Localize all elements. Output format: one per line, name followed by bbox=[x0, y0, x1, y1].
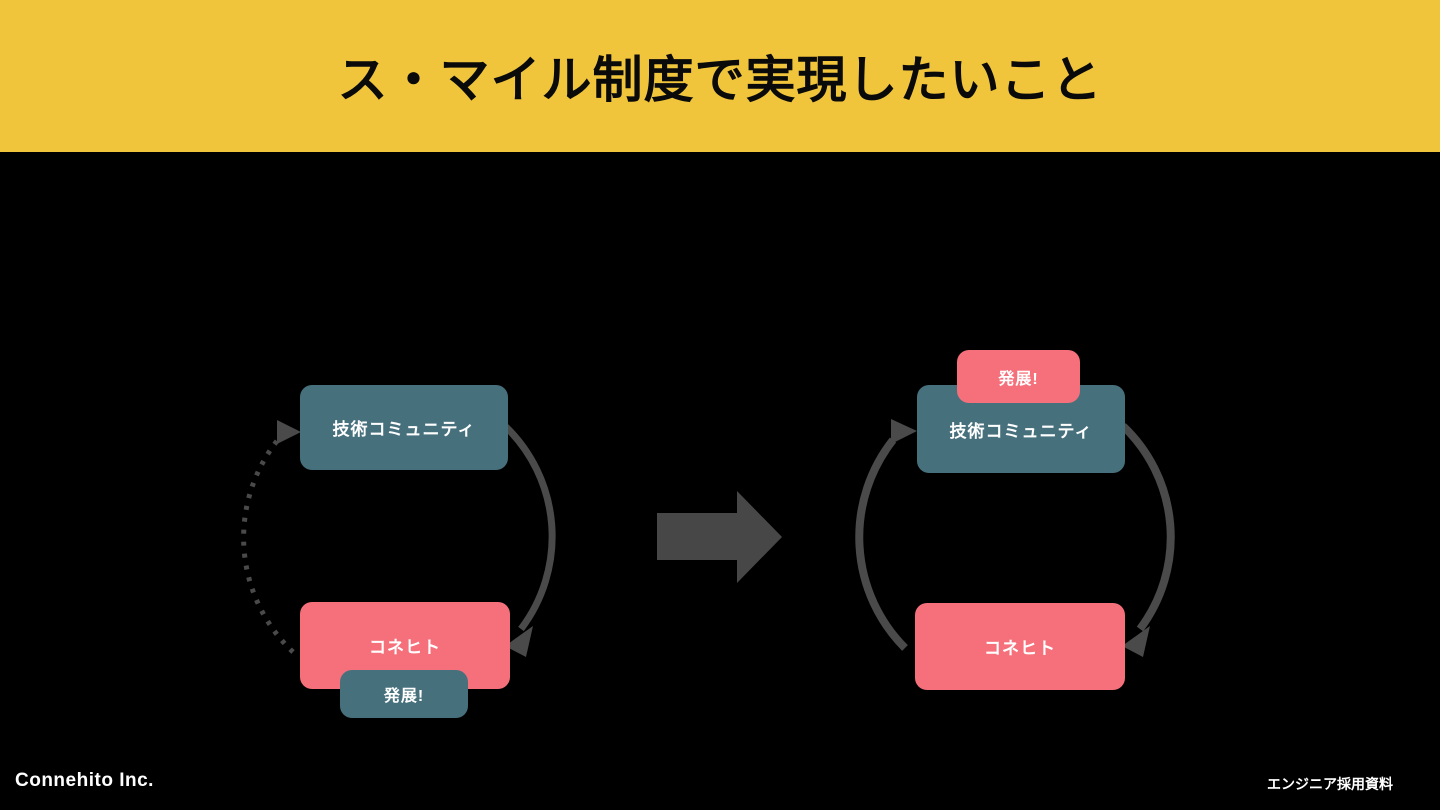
after-right-arrowhead-icon bbox=[1122, 626, 1150, 657]
after-right-arc-icon bbox=[1120, 423, 1175, 632]
after-left-arrowhead-icon bbox=[891, 419, 917, 444]
footer-company-name: Connehito Inc. bbox=[15, 770, 154, 791]
after-left-arc-icon bbox=[855, 437, 908, 651]
before-connehito-label: コネヒト bbox=[369, 638, 441, 657]
before-solid-arc-icon bbox=[502, 423, 556, 632]
title-bar: ス・マイル制度で実現したいこと bbox=[0, 0, 1440, 152]
before-tech-community-box: 技術コミュニティ bbox=[300, 385, 508, 470]
after-growth-badge: 発展! bbox=[957, 350, 1080, 403]
before-growth-label: 発展! bbox=[383, 688, 425, 705]
after-tech-community-label: 技術コミュニティ bbox=[949, 421, 1093, 441]
after-connehito-label: コネヒト bbox=[984, 639, 1056, 658]
slide-title: ス・マイル制度で実現したいこと bbox=[337, 52, 1103, 108]
before-solid-arrowhead-icon bbox=[505, 626, 533, 657]
after-growth-label: 発展! bbox=[998, 370, 1039, 388]
dotted-cycle-arc-icon bbox=[241, 434, 295, 654]
before-tech-community-label: 技術コミュニティ bbox=[332, 420, 476, 439]
before-growth-badge: 発展! bbox=[340, 670, 468, 718]
dotted-arc-arrowhead-icon bbox=[277, 420, 301, 444]
after-connehito-box: コネヒト bbox=[915, 603, 1125, 690]
transition-arrow-icon bbox=[657, 491, 782, 583]
footer-note: エンジニア採用資料 bbox=[1267, 776, 1393, 792]
